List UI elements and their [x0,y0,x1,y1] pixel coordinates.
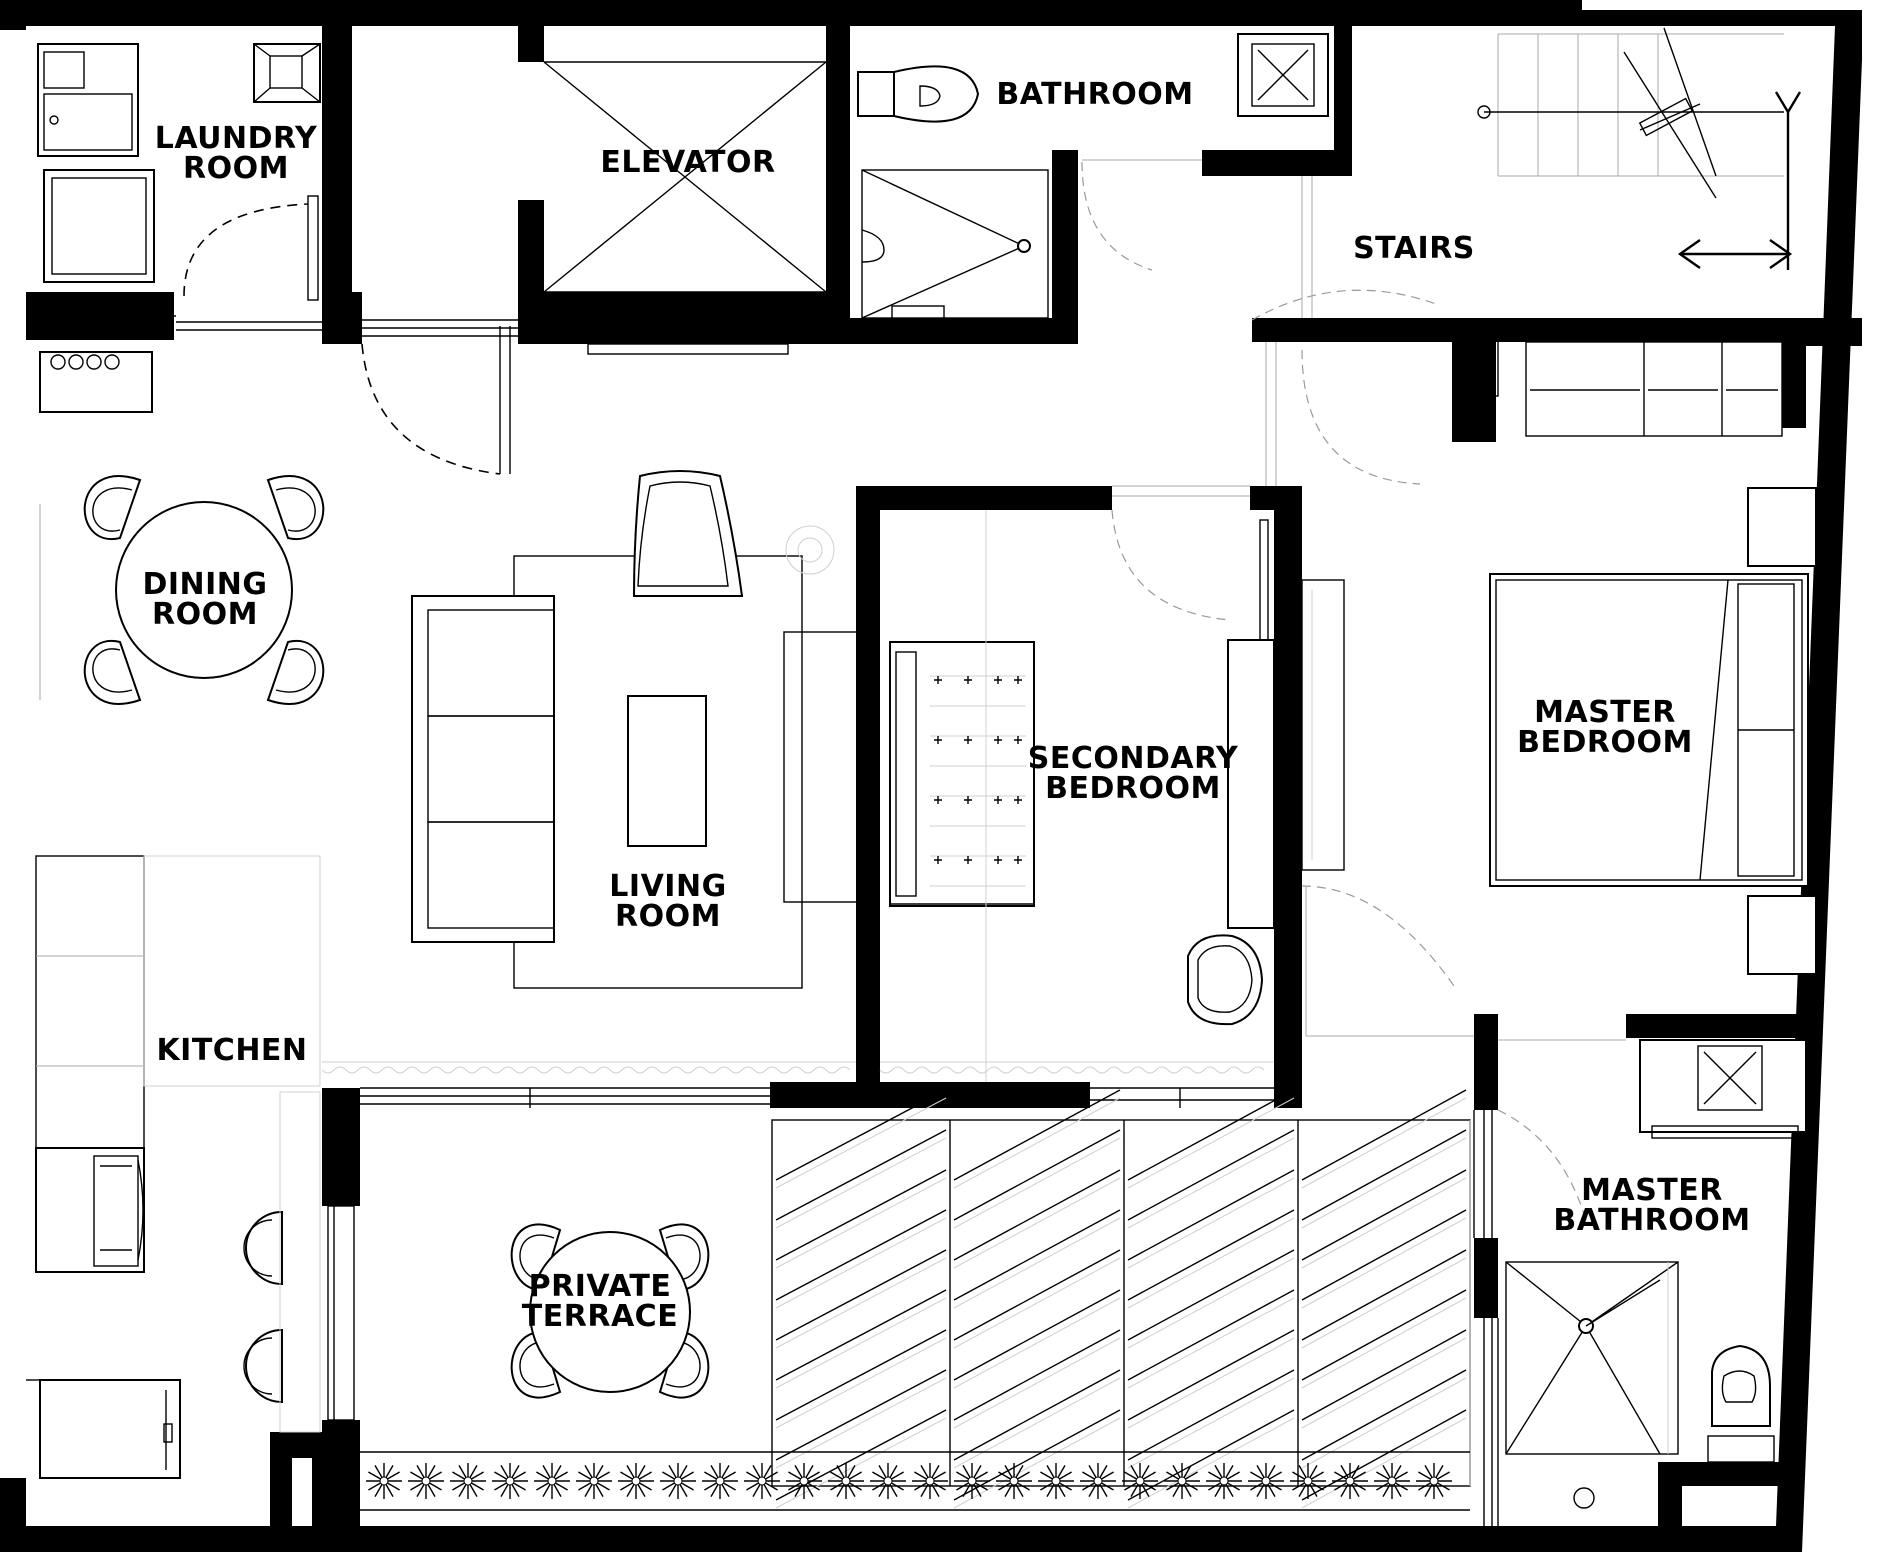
secondary-bedroom-furniture [879,510,1345,1082]
toilet-icon [1711,1344,1771,1427]
radiator [1473,325,1499,397]
pergola [771,1089,1471,1509]
dining-room-label-line2: ROOM [152,597,258,632]
master-bedroom-label-line2: BEDROOM [1517,725,1693,760]
living-room-label-line2: ROOM [615,899,721,934]
washing-machine-icon [43,169,155,283]
master-bedroom-label-line1: MASTER [1534,695,1676,730]
master-bathroom-label-line1: MASTER [1581,1173,1723,1208]
master-bathroom-label-line2: BATHROOM [1553,1203,1750,1238]
living-room-label-line1: LIVING [609,869,726,904]
shower-drain-icon [1017,239,1031,253]
bathroom-label-line1: BATHROOM [996,77,1193,112]
wardrobe [1525,341,1783,437]
private-terrace-label-line2: TERRACE [522,1299,678,1334]
terrace-furniture [510,1223,710,1399]
interior-walls [26,26,1862,1526]
stairs-label: STAIRS [1353,231,1475,266]
laundry-room-label-line1: LAUNDRY [155,121,318,156]
living-room-furniture [321,470,859,1074]
cooktop-icon [39,351,153,413]
bathroom-fixtures [857,33,1329,331]
planter [360,1451,1470,1511]
secondary-bedroom-label-line2: BEDROOM [1045,771,1221,806]
staircase-arrow-icon [1677,91,1802,270]
laundry-fixtures [37,43,321,283]
lamp-icon [785,525,835,575]
secondary-bedroom-label-line1: SECONDARY [1028,741,1239,776]
bathroom-label: BATHROOM [996,77,1193,112]
elevator-label: ELEVATOR [600,145,775,180]
dining-table [83,475,325,705]
master-bedroom-furniture [1489,487,1817,975]
private-terrace-label-line1: PRIVATE [529,1269,672,1304]
toilet-icon [857,71,895,117]
dining-room-label-line1: DINING [142,567,267,602]
sink-icon [49,115,59,125]
kitchen-label: KITCHEN [156,1033,307,1068]
planter-flower-icon [366,1463,1452,1499]
staircase [1477,27,1802,270]
elevator-label-line1: ELEVATOR [600,145,775,180]
master-bathroom-fixtures [1505,1039,1807,1509]
stairs-label-line1: STAIRS [1353,231,1475,266]
kitchen-fixtures [26,351,321,1479]
kitchen-label-line1: KITCHEN [156,1033,307,1068]
doors-and-openings [26,61,1626,1530]
laundry-room-label-line2: ROOM [183,151,289,186]
